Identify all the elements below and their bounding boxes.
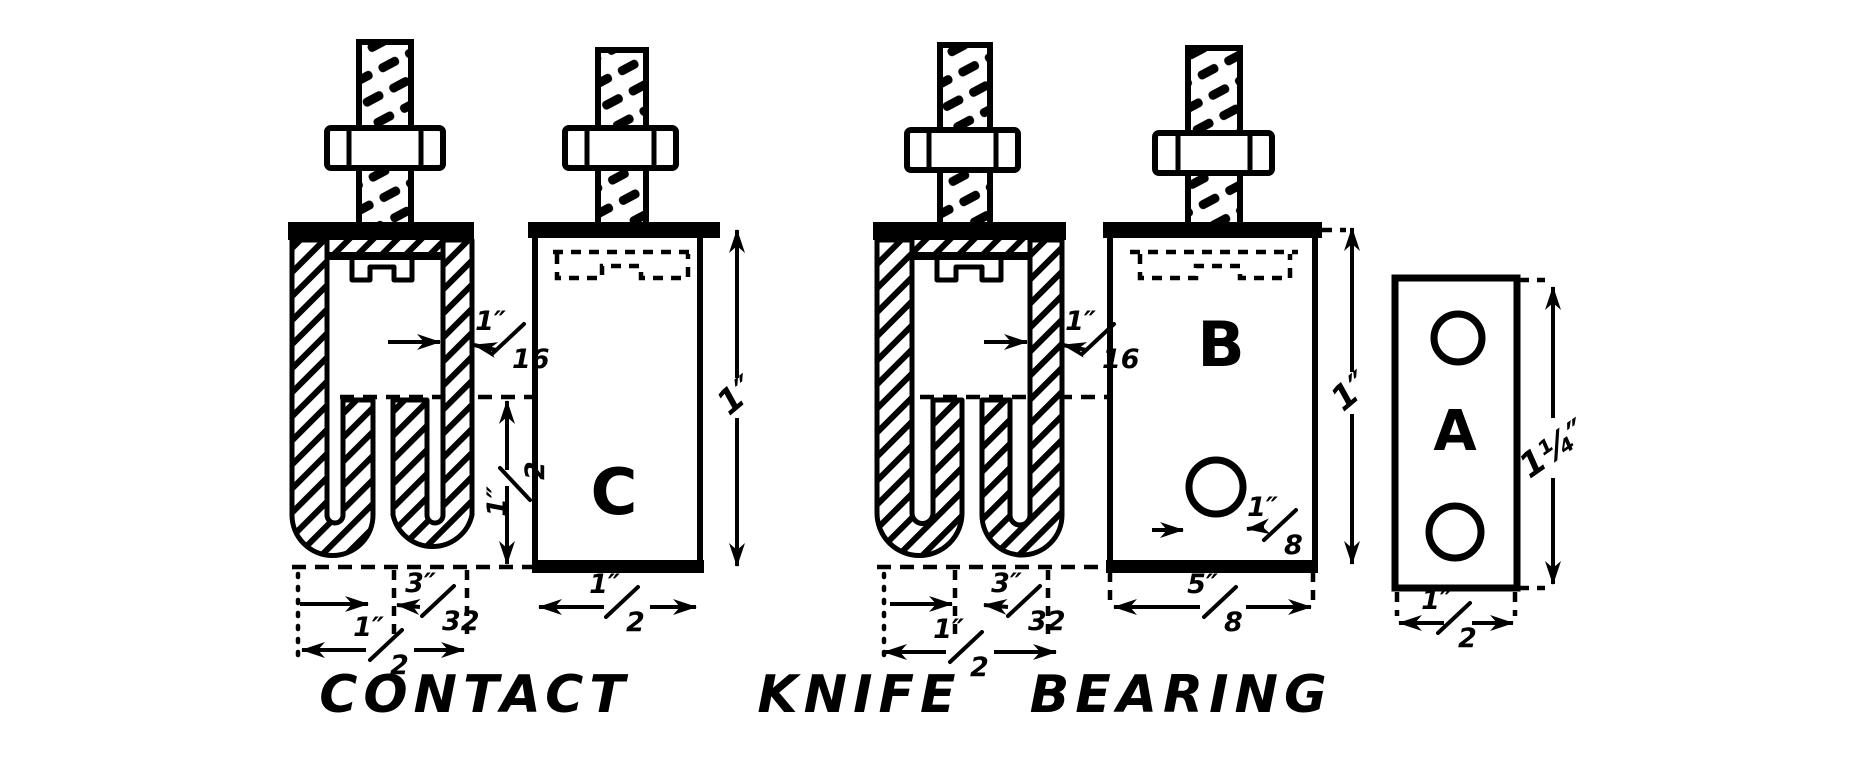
contact-inner-bar <box>327 252 443 260</box>
bearing-side-view <box>873 42 1066 558</box>
bearing-front-hex-nut <box>1152 130 1275 176</box>
part-letter-a: A <box>1433 399 1477 464</box>
bearing-top-hatch-band <box>912 240 1030 252</box>
bearing-top-bar <box>873 222 1066 240</box>
contact-left-wall-and-prong <box>289 237 376 558</box>
bearing-overall-width-label: 1″ 2 <box>933 614 989 683</box>
c-width-label: 1″ 2 <box>589 569 645 638</box>
contact-top-hatch-band <box>327 240 443 252</box>
svg-text:3″: 3″ <box>405 568 436 599</box>
plate-a-bottom-hole <box>1425 502 1485 562</box>
bearing-left-wall-and-prong <box>874 237 965 558</box>
svg-text:1″: 1″ <box>353 612 384 643</box>
bearing-bolt-hole <box>1185 456 1247 518</box>
contact-notch-outline <box>349 260 415 283</box>
bearing-inner-bar <box>912 252 1030 260</box>
svg-text:8: 8 <box>1224 607 1243 638</box>
contact-right-wall-and-prong <box>390 237 475 549</box>
contact-side-view <box>288 39 475 558</box>
c-width-dimension: 1″ 2 <box>538 569 697 638</box>
svg-text:1″: 1″ <box>475 306 506 337</box>
b-hole-label: 1″ 8 <box>1247 492 1303 561</box>
bearing-front-bottom-bar <box>1106 560 1318 573</box>
bearing-thickness-dimension: 1″ 16 <box>984 306 1140 375</box>
svg-text:16: 16 <box>1102 344 1140 375</box>
svg-text:2: 2 <box>390 650 409 681</box>
svg-text:1″: 1″ <box>589 569 620 600</box>
svg-text:32: 32 <box>442 606 480 637</box>
svg-text:3″: 3″ <box>991 568 1022 599</box>
bearing-notch-outline <box>934 260 1004 283</box>
svg-text:2: 2 <box>626 607 645 638</box>
svg-text:32: 32 <box>1028 606 1066 637</box>
svg-text:8: 8 <box>1284 530 1303 561</box>
bearing-overall-width-dimension: 1″ 2 <box>883 614 1057 683</box>
svg-text:5″: 5″ <box>1187 569 1218 600</box>
contact-caption: CONTACT <box>319 665 631 725</box>
contact-slot-width-dimension: 3″ 32 <box>300 568 480 637</box>
svg-text:1″: 1″ <box>1421 585 1452 616</box>
contact-slot-depth-dimension: 1″ 2 <box>482 400 551 565</box>
part-letter-b: B <box>1197 308 1244 381</box>
contact-thickness-label: 1″ 16 <box>475 306 549 375</box>
contact-thickness-dimension: 1″ 16 <box>388 306 550 375</box>
part-letter-c: C <box>591 456 638 530</box>
contact-group: C 1″ 16 1″ 2 1″ <box>288 39 765 725</box>
b-width-dimension: 5″ 8 <box>1113 569 1312 638</box>
b-hole-dimension: 1″ 8 <box>1152 492 1303 561</box>
bearing-hex-nut <box>904 127 1021 173</box>
contact-top-bar <box>288 222 474 240</box>
bearing-slot-width-label: 3″ 32 <box>991 568 1065 637</box>
knife-bearing-group: B 1″ 16 1″ 8 <box>757 42 1379 725</box>
contact-front-top-bar <box>528 222 720 238</box>
bearing-slot-width-dimension: 3″ 32 <box>890 568 1066 637</box>
bearing-plate-group: A 1¼″ 1″ 2 <box>1391 274 1595 654</box>
knife-bearing-caption: KNIFE BEARING <box>757 665 1332 725</box>
bearing-front-top-bar <box>1103 222 1322 238</box>
svg-text:2: 2 <box>970 652 989 683</box>
contact-front-hidden-notch <box>554 254 691 281</box>
svg-text:16: 16 <box>512 344 550 375</box>
a-width-label: 1″ 2 <box>1421 585 1477 654</box>
contact-overall-width-dimension: 1″ 2 <box>301 612 465 681</box>
bearing-thickness-label: 1″ 16 <box>1065 306 1139 375</box>
contact-front-hex-nut <box>562 125 679 171</box>
bearing-front-hidden-notch <box>1137 254 1293 281</box>
contact-slot-depth-label: 1″ 2 <box>482 461 551 517</box>
contact-front-view: C <box>528 47 720 573</box>
svg-text:1″: 1″ <box>1065 306 1096 337</box>
bearing-front-view: B <box>1103 45 1346 573</box>
svg-text:1″: 1″ <box>933 614 964 645</box>
bearing-right-wall-and-prong <box>979 237 1065 558</box>
contact-front-plate <box>532 225 703 571</box>
contact-hex-nut <box>324 125 446 171</box>
svg-text:1″: 1″ <box>1247 492 1278 523</box>
plate-a-top-hole <box>1430 310 1486 366</box>
b-width-label: 5″ 8 <box>1187 569 1243 638</box>
contact-front-bottom-bar <box>532 560 704 573</box>
svg-text:1″: 1″ <box>482 486 513 517</box>
contact-overall-width-label: 1″ 2 <box>353 612 409 681</box>
svg-text:2: 2 <box>1458 623 1477 654</box>
svg-text:2: 2 <box>520 461 551 480</box>
contact-slot-width-label: 3″ 32 <box>405 568 479 637</box>
a-width-dimension: 1″ 2 <box>1398 585 1514 654</box>
